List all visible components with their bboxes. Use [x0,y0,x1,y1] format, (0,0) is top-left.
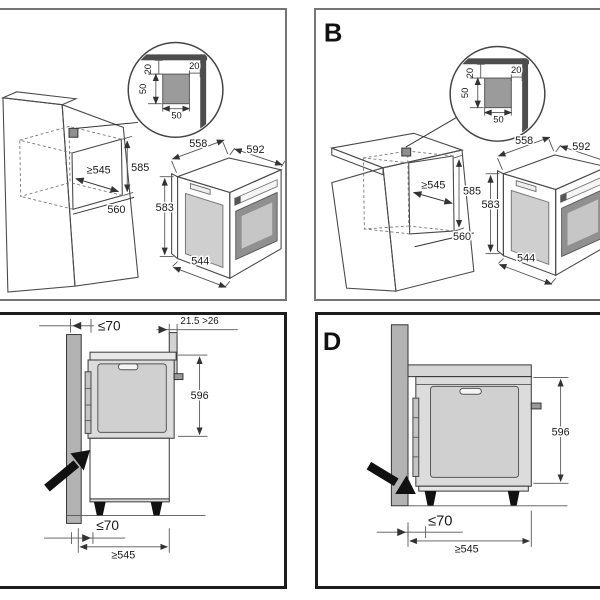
oven-top-strip [89,351,177,361]
side-section-drawing [44,332,206,524]
cabinet-corner-side-bar [522,58,529,140]
dim-niche-depth: 560 [107,204,125,216]
dim-block-width: 50 [171,110,181,120]
panel-c-side-section-column: ≤70 21.5 >26 596 ≤70 ≥545 [0,312,287,589]
dim-block-height: 50 [460,88,470,98]
mounting-arrow-icon [366,461,416,495]
oven-door-window-inner [241,202,273,249]
oven-handle [459,387,482,395]
tall-cabinet-drawing [0,91,139,293]
niche-dimensions: 585 ≥545 560 [72,135,151,218]
dim-niche-height: 585 [131,162,149,174]
dim-oven-height: 596 [552,426,570,438]
cabinet-floor [89,498,170,503]
mounting-latch [530,402,542,410]
oven-base [418,485,529,492]
corner-detail-circle: 20 20 50 50 [449,45,546,142]
dim-niche-height: 585 [463,185,481,197]
wall-panel [390,324,409,507]
dimensions: 596 ≤70 ≥545 [376,377,571,557]
base-cabinet-void [89,437,170,500]
oven-display-slot [515,180,537,193]
dim-bottom-gap: ≤70 [96,518,119,533]
dim-bottom-gap: ≤70 [428,513,452,529]
dim-niche-width: ≥545 [421,180,445,192]
niche-dashed-depth-lines [362,150,455,235]
oven-handle-end [560,192,567,203]
dim-oven-bottom-depth: 544 [191,255,209,267]
worktop-edge [331,147,384,176]
dim-oven-height: 583 [482,199,500,211]
dim-niche-width: ≥545 [87,165,111,177]
panel-a-column-installation: 20 20 50 50 585 ≥545 [0,8,287,301]
adjustable-foot [507,491,520,506]
wall-panel [66,334,82,524]
dim-oven-top-width: 592 [246,144,264,156]
adjustable-foot [424,491,437,506]
spacer-block-detail [484,77,512,109]
dim-oven-bottom-depth: 544 [517,253,535,265]
dim-block-width: 50 [493,114,503,124]
base-cabinet-drawing [329,116,475,292]
panel-d-side-section-undercounter: D [315,312,600,589]
dim-oven-height: 596 [191,390,209,402]
spacer-block [401,147,412,157]
dim-oven-top-depth: 558 [515,135,533,147]
dim-block-height: 50 [138,84,148,94]
dim-clearance-top: 20 [465,68,475,78]
dimensions: ≤70 21.5 >26 596 ≤70 ≥545 [39,315,238,563]
dim-clearance-top: 20 [143,64,153,74]
cabinet-corner-top-bar [460,58,530,65]
dim-panel-thickness: 21.5 >26 [180,316,218,327]
dim-clearance-right: 20 [511,65,521,75]
adjustable-foot [93,501,106,516]
oven-drawing: 558 592 583 544 [480,134,600,285]
cabinet-corner-side-bar [200,54,207,136]
oven-side-edge [171,172,179,260]
oven-handle-end [234,195,241,206]
spacer-block [68,127,79,138]
dim-oven-top-width: 592 [572,141,590,153]
dim-niche-depth: 560 [453,231,471,243]
oven-display-slot [189,183,211,196]
niche-dimensions: 585 ≥545 560 [412,154,483,248]
oven-drawing: 558 592 583 544 [154,137,285,288]
dim-oven-top-depth: 558 [189,138,207,150]
adjustable-foot [150,501,163,516]
oven-side-edge [496,169,504,257]
dim-niche-width: ≥545 [111,550,135,562]
mounting-arrow-icon [44,450,91,492]
oven-door [430,385,520,478]
detail-leader-line [405,116,459,148]
side-section-drawing [366,324,568,507]
detail-leader-line [75,121,139,129]
oven-door [97,363,167,433]
dim-oven-height: 583 [156,202,174,214]
mounting-latch [173,373,184,381]
panel-b-undercounter-installation: B [314,8,600,301]
panel-letter-d: D [323,328,341,356]
dim-top-gap: ≤70 [98,319,121,334]
dim-clearance-right: 20 [189,61,199,71]
niche-opening [408,155,455,235]
oven-handle [117,363,139,371]
corner-detail-circle: 20 20 50 50 [127,41,224,138]
worktop [407,364,532,378]
panel-letter-b: B [324,20,343,48]
spacer-block-detail [162,73,190,105]
cabinet-corner-top-bar [138,54,208,61]
dim-niche-width: ≥545 [455,544,479,556]
oven-door-window-inner [567,199,599,246]
hinge-strip [84,371,92,434]
oven-handle-bar [560,177,600,204]
